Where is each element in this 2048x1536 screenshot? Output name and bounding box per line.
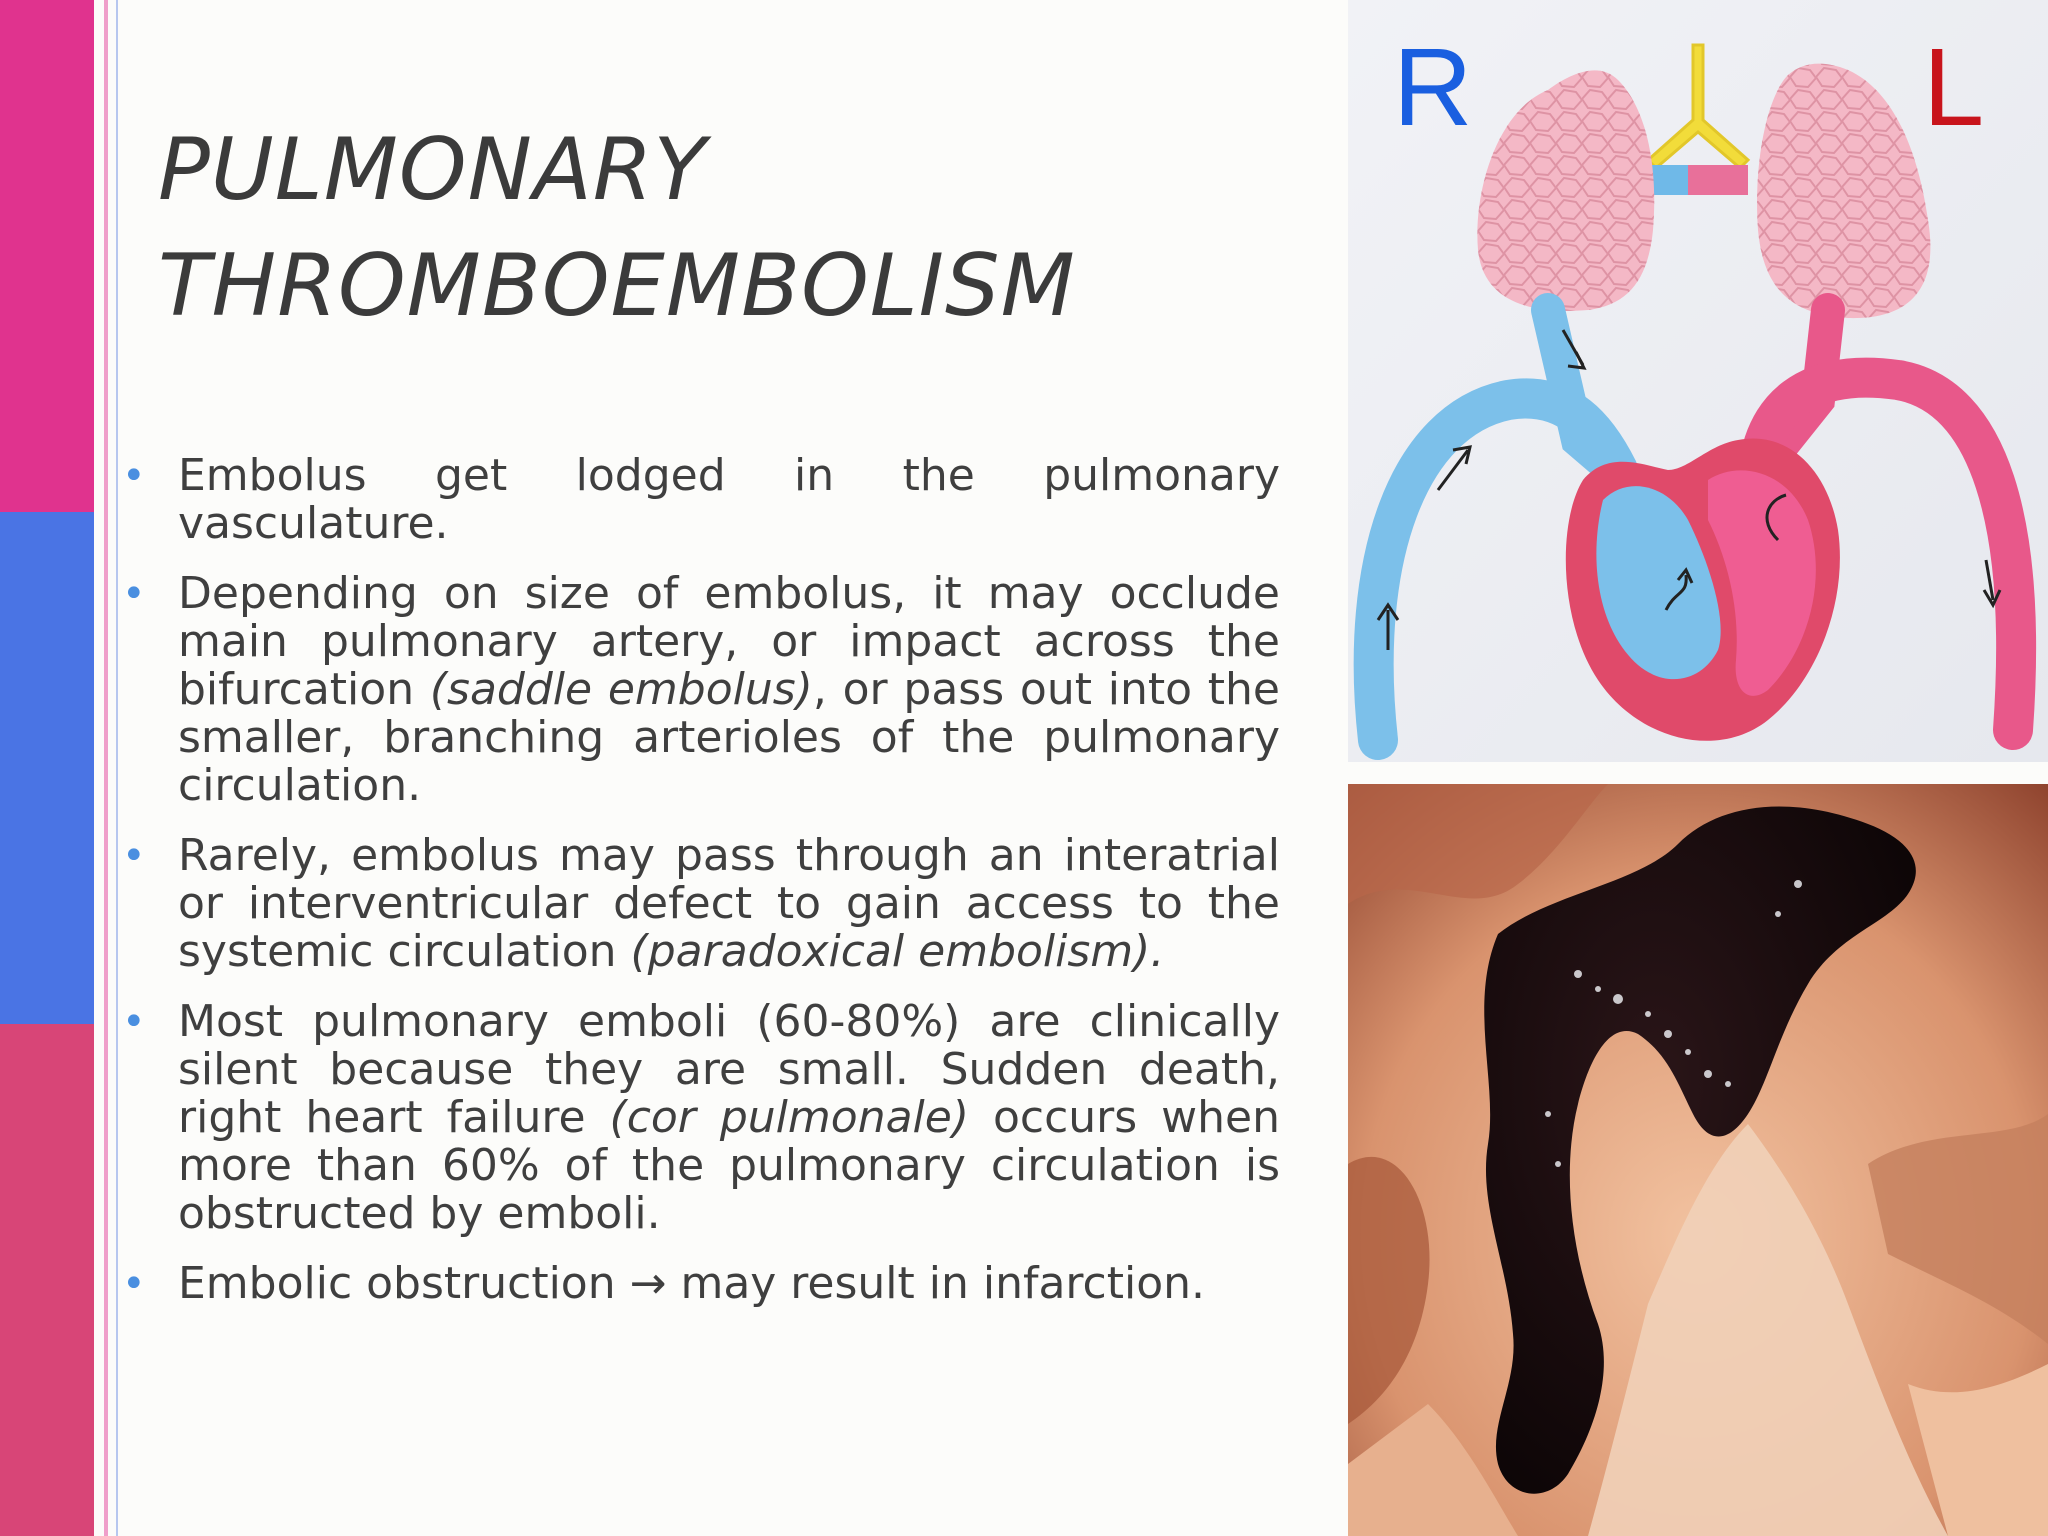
divider-line-pink: [104, 0, 108, 1536]
bullet-dot-icon: •: [122, 453, 146, 499]
bullet-text: Rarely, embolus may pass through an inte…: [178, 830, 1280, 977]
bullet-text-run: , or pass out into the smaller, branchin…: [178, 664, 1281, 811]
bullet-dot-icon: •: [122, 1261, 146, 1307]
divider-line-blue: [116, 0, 118, 1536]
bullet-list: • Embolus get lodged in the pulmonary vas…: [122, 452, 1280, 1330]
bullet-text-italic: (paradoxical embolism).: [630, 926, 1165, 977]
bullet-item: • Embolus get lodged in the pulmonary vas…: [122, 452, 1280, 548]
bullet-text-run: Embolic obstruction → may result in infa…: [178, 1258, 1206, 1309]
bullet-dot-icon: •: [122, 571, 146, 617]
image-gap: [1348, 762, 2048, 784]
bullet-text-italic: (cor pulmonale): [609, 1092, 969, 1143]
accent-bar-pink: [0, 0, 94, 512]
diagram-label-l: L: [1923, 26, 1984, 149]
accent-bar-rose: [0, 1024, 94, 1536]
accent-bar-blue: [0, 512, 94, 1024]
bullet-item: • Depending on size of embolus, it may oc…: [122, 570, 1280, 810]
bullet-item: • Rarely, embolus may pass through an int…: [122, 832, 1280, 976]
title-line-2: THROMBOEMBOLISM: [158, 236, 1076, 336]
bullet-text-run: occurs when more than 60% of the pulmona…: [178, 1092, 1280, 1239]
bullet-text: Depending on size of embolus, it may occ…: [178, 568, 1280, 811]
bullet-text: Embolic obstruction → may result in infa…: [178, 1258, 1205, 1309]
bullet-item: • Most pulmonary emboli (60-80%) are clin…: [122, 998, 1280, 1238]
slide-title: PULMONARY THROMBOEMBOLISM: [158, 112, 1318, 344]
bullet-item: • Embolic obstruction → may result in inf…: [122, 1260, 1280, 1308]
bullet-dot-icon: •: [122, 833, 146, 879]
clot: [1484, 806, 1916, 1494]
saddle-embolus-photo: [1348, 784, 2048, 1536]
circulation-diagram: R L: [1348, 0, 2048, 762]
bullet-dot-icon: •: [122, 999, 146, 1045]
bullet-text: Embolus get lodged in the pulmonary vasc…: [178, 450, 1280, 549]
bullet-text-run: Most pulmonary emboli (60-80%) are clini…: [178, 996, 1280, 1143]
bullet-text: Most pulmonary emboli (60-80%) are clini…: [178, 996, 1280, 1239]
title-line-1: PULMONARY: [158, 120, 708, 220]
bullet-text-run: Embolus get lodged in the pulmonary vasc…: [178, 450, 1280, 549]
bullet-text-italic: (saddle embolus): [429, 664, 813, 715]
bullet-text-run: Depending on size of embolus, it may occ…: [178, 568, 1280, 715]
bullet-text-run: Rarely, embolus may pass through an inte…: [178, 830, 1280, 977]
diagram-label-r: R: [1393, 26, 1472, 149]
